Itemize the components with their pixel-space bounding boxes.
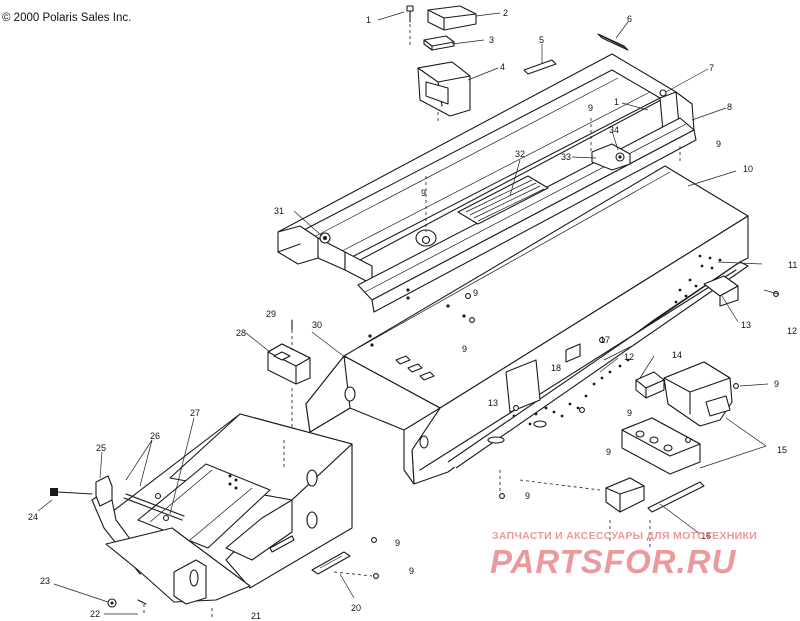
callout-17: 17 bbox=[600, 335, 610, 345]
callout-9a: 9 bbox=[588, 103, 593, 113]
callout-14: 14 bbox=[672, 350, 682, 360]
callout-34: 34 bbox=[609, 125, 619, 135]
callout-9d: 9 bbox=[473, 288, 478, 298]
callout-16: 16 bbox=[701, 531, 711, 541]
callout-21: 21 bbox=[251, 611, 261, 621]
copyright-text: © 2000 Polaris Sales Inc. bbox=[2, 12, 131, 24]
callout-9f: 9 bbox=[774, 379, 779, 389]
pad-parts-group bbox=[406, 5, 629, 124]
callout-11: 11 bbox=[788, 260, 797, 270]
callout-1: 1 bbox=[366, 15, 371, 25]
watermark-logo: PARTSFOR.RU bbox=[490, 543, 736, 580]
callout-27: 27 bbox=[190, 408, 200, 418]
lower-tray-assembly bbox=[50, 413, 373, 618]
callout-2: 2 bbox=[503, 8, 508, 18]
callout-leaders bbox=[37, 11, 779, 615]
callout-9i: 9 bbox=[525, 491, 530, 501]
callout-4: 4 bbox=[500, 62, 505, 72]
callout-10: 10 bbox=[743, 164, 753, 174]
main-tunnel-body bbox=[305, 165, 749, 485]
callout-9b: 9 bbox=[716, 139, 721, 149]
callout-9j: 9 bbox=[395, 538, 400, 548]
callout-5: 5 bbox=[539, 35, 544, 45]
watermark-tagline: ЗАПЧАСТИ И АКСЕССУАРЫ ДЛЯ МОТОТЕХНИКИ bbox=[492, 530, 757, 542]
callout-13b: 13 bbox=[488, 398, 498, 408]
callout-24: 24 bbox=[28, 512, 38, 522]
callout-15: 15 bbox=[777, 445, 787, 455]
callout-28: 28 bbox=[236, 328, 246, 338]
callout-labels: 1 2 3 4 5 6 7 1 8 9 34 33 9 32 10 9 31 1… bbox=[28, 8, 797, 621]
callout-3: 3 bbox=[489, 35, 494, 45]
callout-33: 33 bbox=[561, 152, 571, 162]
fasteners bbox=[371, 291, 779, 579]
callout-13a: 13 bbox=[741, 320, 751, 330]
callout-9h: 9 bbox=[606, 447, 611, 457]
callout-32: 32 bbox=[515, 149, 525, 159]
callout-9e: 9 bbox=[462, 344, 467, 354]
callout-9g: 9 bbox=[627, 408, 632, 418]
callout-23: 23 bbox=[40, 576, 50, 586]
bracket-parts-14-15 bbox=[621, 361, 767, 475]
rear-rack-frame bbox=[277, 53, 697, 313]
callout-20: 20 bbox=[351, 603, 361, 613]
callout-18: 18 bbox=[551, 363, 561, 373]
callout-12a: 12 bbox=[787, 326, 797, 336]
callout-22: 22 bbox=[90, 609, 100, 619]
callout-9c: 9 bbox=[421, 188, 426, 198]
callout-25: 25 bbox=[96, 443, 106, 453]
watermark: ЗАПЧАСТИ И АКСЕССУАРЫ ДЛЯ МОТОТЕХНИКИ PA… bbox=[490, 530, 757, 580]
bracket-part-16 bbox=[499, 470, 705, 548]
callout-7: 7 bbox=[709, 63, 714, 73]
callout-9k: 9 bbox=[409, 566, 414, 576]
callout-31: 31 bbox=[274, 206, 284, 216]
callout-12b: 12 bbox=[624, 352, 634, 362]
callout-6: 6 bbox=[627, 14, 632, 24]
callout-1b: 1 bbox=[614, 97, 619, 107]
mount-bracket-28 bbox=[267, 319, 311, 440]
callout-8: 8 bbox=[727, 102, 732, 112]
callout-30: 30 bbox=[312, 320, 322, 330]
callout-26: 26 bbox=[150, 431, 160, 441]
callout-29: 29 bbox=[266, 309, 276, 319]
